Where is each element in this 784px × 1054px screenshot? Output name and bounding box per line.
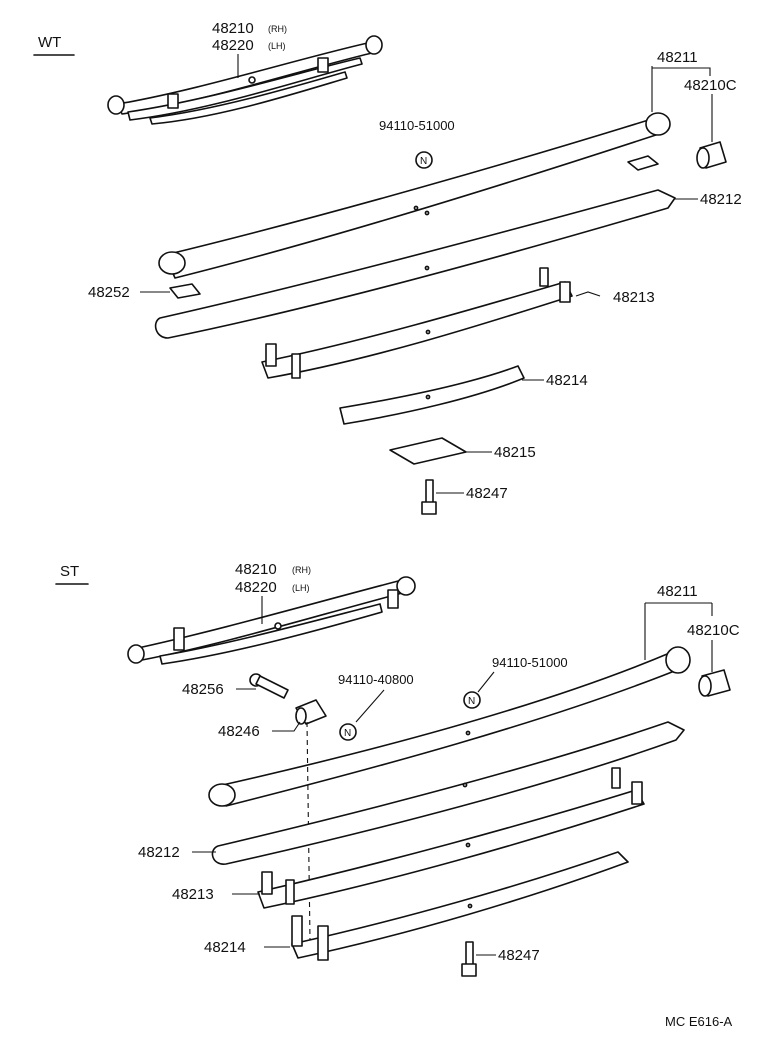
wt-section-title: WT [38, 34, 61, 51]
st-bolt-icon [249, 673, 289, 699]
wt-leaf-no1 [158, 112, 671, 279]
st-nut-code-b: 94110-40800 [338, 672, 414, 687]
st-nut-symbol-b-letter: N [344, 728, 351, 739]
st-assembly-lh-suffix: (LH) [292, 583, 310, 593]
st-center-bolt-number: 48247 [498, 947, 540, 964]
wt-spring-assembly-thumbnail [107, 35, 383, 125]
wt-silencer [169, 283, 201, 299]
wt-spacer [389, 437, 467, 465]
st-center-bolt-icon [461, 941, 477, 977]
st-leaf-no1-number: 48211 [657, 583, 698, 600]
st-collar-leader [272, 721, 301, 732]
wt-nut-symbol-letter: N [420, 156, 427, 167]
st-bushing [698, 669, 731, 697]
st-nut-symbol-b-icon [339, 723, 357, 741]
st-leaf-no3 [257, 767, 645, 909]
st-leaf-no4 [291, 851, 629, 961]
st-leaf-no1 [208, 646, 691, 807]
wt-leaf-no2-number: 48212 [700, 191, 742, 208]
st-assembly-rh-suffix: (RH) [292, 565, 311, 575]
wt-bushing-number: 48210C [684, 77, 737, 94]
wt-center-bolt-icon [421, 479, 437, 515]
st-section-title: ST [60, 563, 79, 580]
wt-assembly-lh-number: 48220 [212, 37, 254, 54]
st-collar-number: 48246 [218, 723, 260, 740]
st-bolt-number: 48256 [182, 681, 224, 698]
st-bushing-number: 48210C [687, 622, 740, 639]
wt-leaf-no4 [339, 365, 525, 425]
wt-assembly-rh-suffix: (RH) [268, 24, 287, 34]
wt-nut-symbol-icon [415, 151, 433, 169]
wt-center-bolt-number: 48247 [466, 485, 508, 502]
st-assembly-lh-number: 48220 [235, 579, 277, 596]
wt-assembly-lh-suffix: (LH) [268, 41, 286, 51]
wt-bushing [696, 141, 727, 169]
st-spring-assembly-thumbnail [127, 576, 416, 665]
wt-silencer-number: 48252 [88, 284, 130, 301]
wt-bracket [652, 67, 711, 76]
st-section: ST 48210 (RH) 48220 (LH) 48211 48210C [55, 561, 740, 977]
st-leaf-no2 [211, 721, 685, 865]
wt-leaf-no4-number: 48214 [546, 372, 588, 389]
wt-leaf-no3-leader [575, 291, 601, 297]
wt-section: WT 48210 (RH) 48220 (LH) 48211 48 [33, 20, 742, 515]
st-collar-icon [295, 699, 327, 725]
st-leaf-no2-number: 48212 [138, 844, 180, 861]
wt-leaf-no3-number: 48213 [613, 289, 655, 306]
st-nut-symbol-a-letter: N [468, 696, 475, 707]
wt-leaf-no3 [261, 267, 573, 379]
wt-leaf-no2 [154, 189, 676, 339]
wt-leaf-no1-number: 48211 [657, 49, 698, 66]
st-nut-code-a: 94110-51000 [492, 655, 568, 670]
st-assembly-rh-number: 48210 [235, 561, 277, 578]
wt-nut-code: 94110-51000 [379, 118, 455, 133]
st-leaf-no4-number: 48214 [204, 939, 246, 956]
st-nut-code-b-leader [355, 689, 385, 723]
wt-assembly-rh-number: 48210 [212, 20, 254, 37]
st-nut-symbol-a-icon [463, 691, 481, 709]
footer-code: MC E616-A [665, 1014, 733, 1029]
st-leaf-no3-number: 48213 [172, 886, 214, 903]
st-nut-code-a-leader [477, 671, 495, 693]
wt-spacer-number: 48215 [494, 444, 536, 461]
wt-small-silencer [627, 155, 659, 171]
